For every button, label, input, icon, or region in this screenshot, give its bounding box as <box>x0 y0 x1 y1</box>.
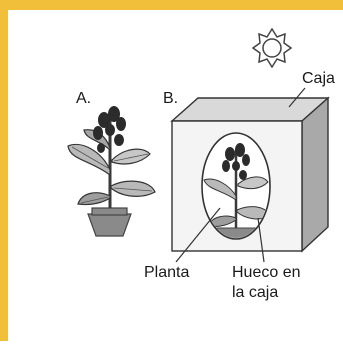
pot-a <box>87 213 132 237</box>
leaf <box>67 143 111 177</box>
leader-planta <box>175 207 221 263</box>
plant-b <box>203 143 269 238</box>
leader-caja <box>288 87 306 108</box>
label-hueco-line1: Hueco en <box>232 264 301 281</box>
label-planta: Planta <box>144 264 190 281</box>
flower-cluster <box>93 106 126 153</box>
leaf <box>111 148 151 165</box>
label-a: A. <box>76 90 92 107</box>
box-top <box>170 97 330 122</box>
label-hueco-line2: la caja <box>232 284 279 301</box>
plant-a <box>67 106 156 237</box>
sun-icon <box>251 27 293 69</box>
leaf <box>110 180 156 197</box>
box-side <box>301 96 329 253</box>
label-caja: Caja <box>302 70 335 87</box>
label-b: B. <box>163 90 179 107</box>
leader-hueco <box>257 217 265 263</box>
